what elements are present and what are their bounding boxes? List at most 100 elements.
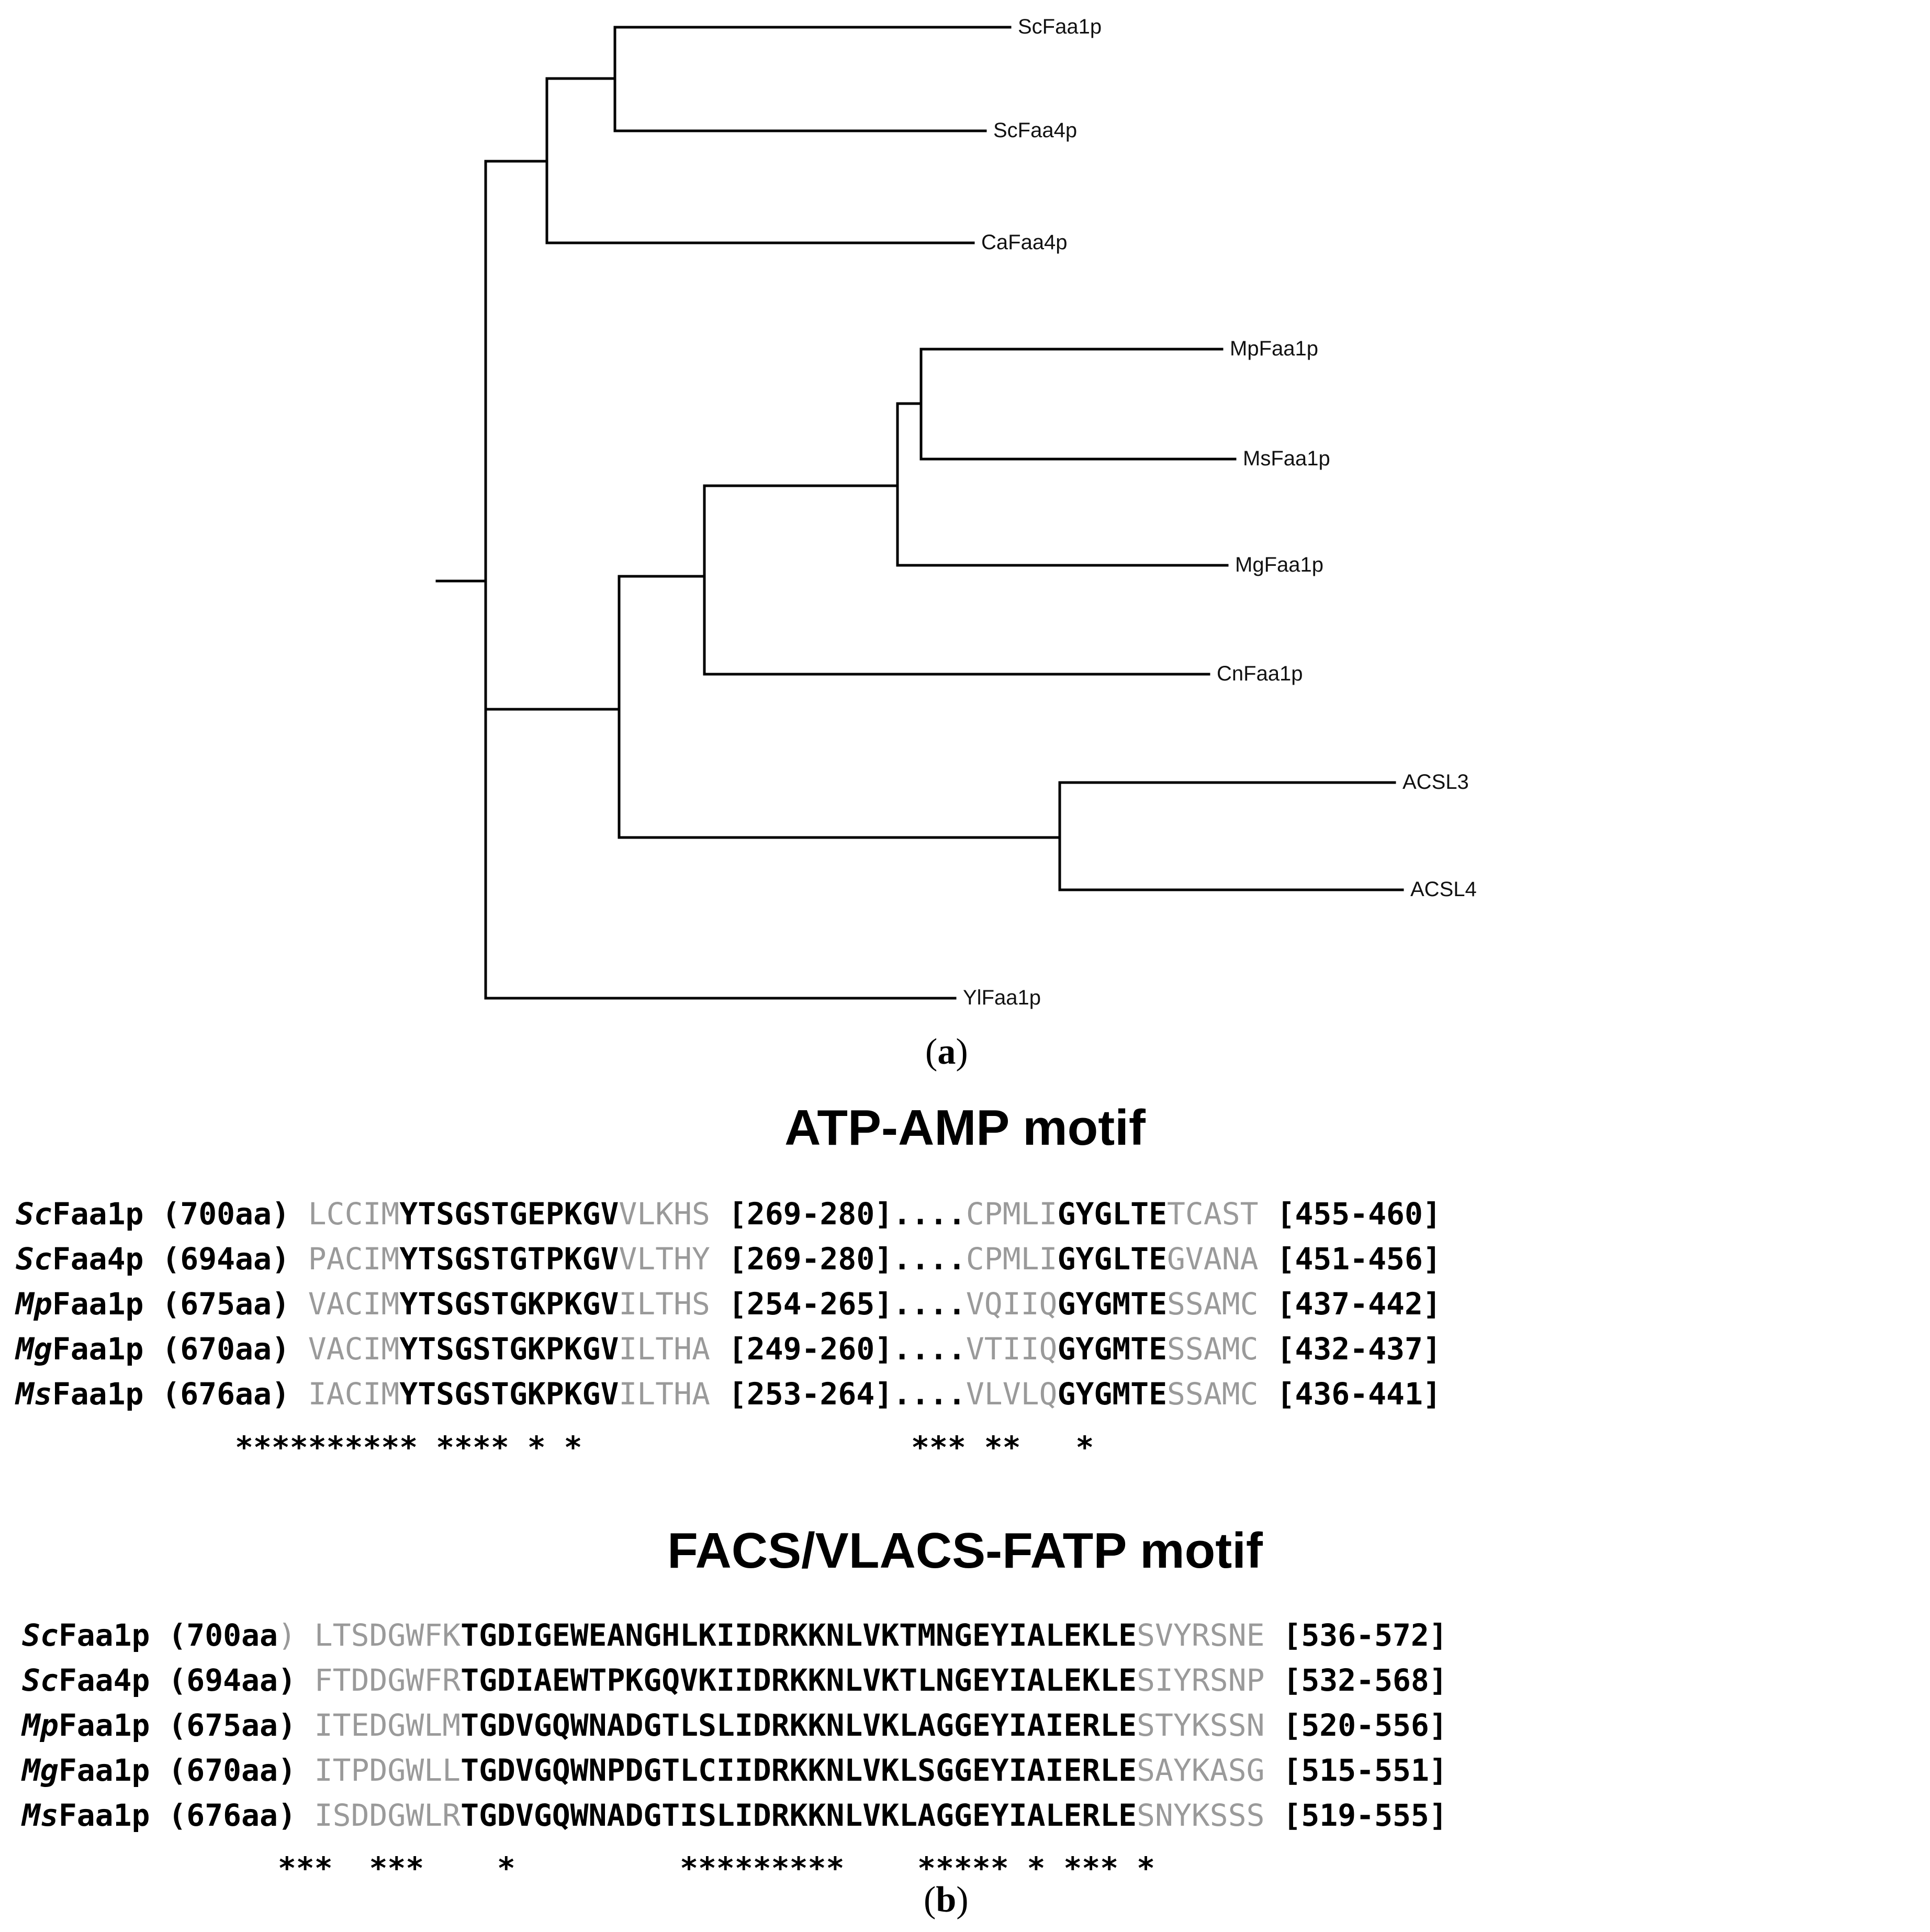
leaf-label-msfaa1p: MsFaa1p [1243, 447, 1330, 470]
residue-range: [269-280] [728, 1241, 893, 1277]
flank-left-2: CPMLI [966, 1241, 1058, 1277]
residue-range: [520-556] [1283, 1707, 1448, 1743]
flank-right: SVYRSNE [1137, 1617, 1265, 1653]
alignment-row: MsFaa1p (676aa) IACIMYTSGSTGKPKGVILTHA [… [16, 1371, 1441, 1416]
leaf-label-mpfaa1p: MpFaa1p [1230, 337, 1318, 360]
motif-core: TGDVGQWNADGTISLIDRKKNLVKLAGGEYIALERLE [461, 1797, 1137, 1833]
alignment-row: MgFaa1p (670aa) ITPDGWLLTGDVGQWNPDGTLCII… [22, 1748, 1448, 1793]
atp-amp-alignment: ScFaa1p (700aa) LCCIMYTSGSTGEPKGVVLKHS [… [16, 1191, 1441, 1416]
motif-core-2: GYGLTE [1057, 1196, 1167, 1232]
motif-title-facs-vlacs-fatp: FACS/VLACS-FATP motif [667, 1523, 1263, 1579]
stars-block-1: ********** **** * * [235, 1430, 582, 1465]
flank-right: VLKHS [619, 1196, 710, 1232]
motif-core: YTSGSTGKPKGV [399, 1331, 619, 1367]
flank-left: LTSDGWFK [314, 1617, 461, 1653]
flank-right: STYKSSN [1137, 1707, 1265, 1743]
facs-fatp-conservation-stars: *** *** * ********* ***** * *** * [22, 1846, 1155, 1891]
residue-range: [532-568] [1283, 1662, 1448, 1698]
alignment-row: ScFaa4p (694aa) PACIMYTSGSTGTPKGVVLTHY [… [16, 1236, 1441, 1281]
gene-name: Faa1p [52, 1286, 144, 1322]
species-prefix: Sc [16, 1241, 52, 1277]
stars-block-2: *** ** * [911, 1430, 1094, 1465]
motif-core: YTSGSTGTPKGV [399, 1241, 619, 1277]
motif-core-2: GYGLTE [1057, 1241, 1167, 1277]
residue-range-2: [432-437] [1276, 1331, 1441, 1367]
flank-left-2: VTIIQ [966, 1331, 1058, 1367]
flank-right: SIYRSNP [1137, 1662, 1265, 1698]
protein-length-close: ) [277, 1617, 296, 1653]
facs-fatp-alignment: ScFaa1p (700aa) LTSDGWFKTGDIGEWEANGHLKII… [22, 1613, 1448, 1838]
phylogenetic-tree: ScFaa1p ScFaa4p CaFaa4p MpFaa1p MsFaa1p … [435, 15, 1477, 1009]
protein-length-close: ) [277, 1752, 296, 1788]
protein-length: (675aa [168, 1707, 278, 1743]
flank-left: FTDDGWFR [314, 1662, 461, 1698]
protein-length: (676aa) [162, 1376, 290, 1412]
flank-right: ILTHA [619, 1331, 710, 1367]
leaf-label-acsl3: ACSL3 [1402, 770, 1469, 794]
residue-range-2: [437-442] [1276, 1286, 1441, 1322]
flank-left: ITEDGWLM [314, 1707, 461, 1743]
leaf-label-acsl4: ACSL4 [1410, 878, 1477, 901]
leaf-label-ylfaa1p: YlFaa1p [963, 986, 1041, 1009]
alignment-row: ScFaa4p (694aa) FTDDGWFRTGDIAEWTPKGQVKII… [22, 1658, 1448, 1703]
gene-name: Faa1p [58, 1617, 150, 1653]
motif-core-2: GYGMTE [1057, 1286, 1167, 1322]
protein-length: (700aa [168, 1617, 278, 1653]
gap-dots: .... [893, 1196, 966, 1232]
residue-range-2: [436-441] [1276, 1376, 1441, 1412]
leaf-label-mgfaa1p: MgFaa1p [1235, 553, 1323, 576]
species-prefix: Mp [22, 1707, 59, 1743]
flank-right: ILTHS [619, 1286, 710, 1322]
species-prefix: Sc [16, 1196, 52, 1232]
flank-left: VACIM [308, 1286, 400, 1322]
gene-name: Faa1p [52, 1196, 144, 1232]
protein-length-close: ) [277, 1662, 296, 1698]
residue-range-2: [455-460] [1276, 1196, 1441, 1232]
flank-left: IACIM [308, 1376, 400, 1412]
flank-right-2: TCAST [1167, 1196, 1259, 1232]
motif-core: YTSGSTGKPKGV [399, 1286, 619, 1322]
species-prefix: Sc [22, 1662, 59, 1698]
gene-name: Faa1p [58, 1707, 150, 1743]
motif-core: YTSGSTGKPKGV [399, 1376, 619, 1412]
atp-amp-conservation-stars: ********** **** * * *** ** * [16, 1425, 1094, 1470]
flank-right: VLTHY [619, 1241, 710, 1277]
tree-leaf-labels: ScFaa1p ScFaa4p CaFaa4p MpFaa1p MsFaa1p … [963, 15, 1477, 1009]
flank-left-2: CPMLI [966, 1196, 1058, 1232]
residue-range: [253-264] [728, 1376, 893, 1412]
flank-left-2: VLVLQ [966, 1376, 1058, 1412]
motif-core: YTSGSTGEPKGV [399, 1196, 619, 1232]
species-prefix: Mg [16, 1331, 52, 1367]
gap-dots: .... [893, 1331, 966, 1367]
gene-name: Faa1p [52, 1376, 144, 1412]
species-prefix: Sc [22, 1617, 59, 1653]
protein-length: (675aa) [162, 1286, 290, 1322]
protein-length: (700aa) [162, 1196, 290, 1232]
motif-core-2: GYGMTE [1057, 1376, 1167, 1412]
residue-range-2: [451-456] [1276, 1241, 1441, 1277]
motif-core-2: GYGMTE [1057, 1331, 1167, 1367]
panel-label-a: (a) [925, 1032, 968, 1072]
species-prefix: Ms [16, 1376, 52, 1412]
species-prefix: Ms [22, 1797, 59, 1833]
alignment-row: ScFaa1p (700aa) LCCIMYTSGSTGEPKGVVLKHS [… [16, 1191, 1441, 1236]
protein-length: (694aa) [162, 1241, 290, 1277]
residue-range: [519-555] [1283, 1797, 1448, 1833]
species-prefix: Mp [16, 1286, 52, 1322]
stars-block: *** *** * ********* ***** * *** * [277, 1850, 1155, 1886]
protein-length: (694aa [168, 1662, 278, 1698]
motif-core: TGDVGQWNPDGTLCIIDRKKNLVKLSGGEYIAIERLE [461, 1752, 1137, 1788]
gene-name: Faa4p [52, 1241, 144, 1277]
gene-name: Faa1p [58, 1797, 150, 1833]
flank-right: SAYKASG [1137, 1752, 1265, 1788]
flank-left: VACIM [308, 1331, 400, 1367]
tree-branches [435, 26, 1404, 1000]
flank-right-2: GVANA [1167, 1241, 1259, 1277]
protein-length: (670aa) [162, 1331, 290, 1367]
flank-left-2: VQIIQ [966, 1286, 1058, 1322]
residue-range: [254-265] [728, 1286, 893, 1322]
alignment-row: MpFaa1p (675aa) ITEDGWLMTGDVGQWNADGTLSLI… [22, 1703, 1448, 1748]
residue-range: [515-551] [1283, 1752, 1448, 1788]
panel-label-b: (b) [924, 1880, 969, 1920]
